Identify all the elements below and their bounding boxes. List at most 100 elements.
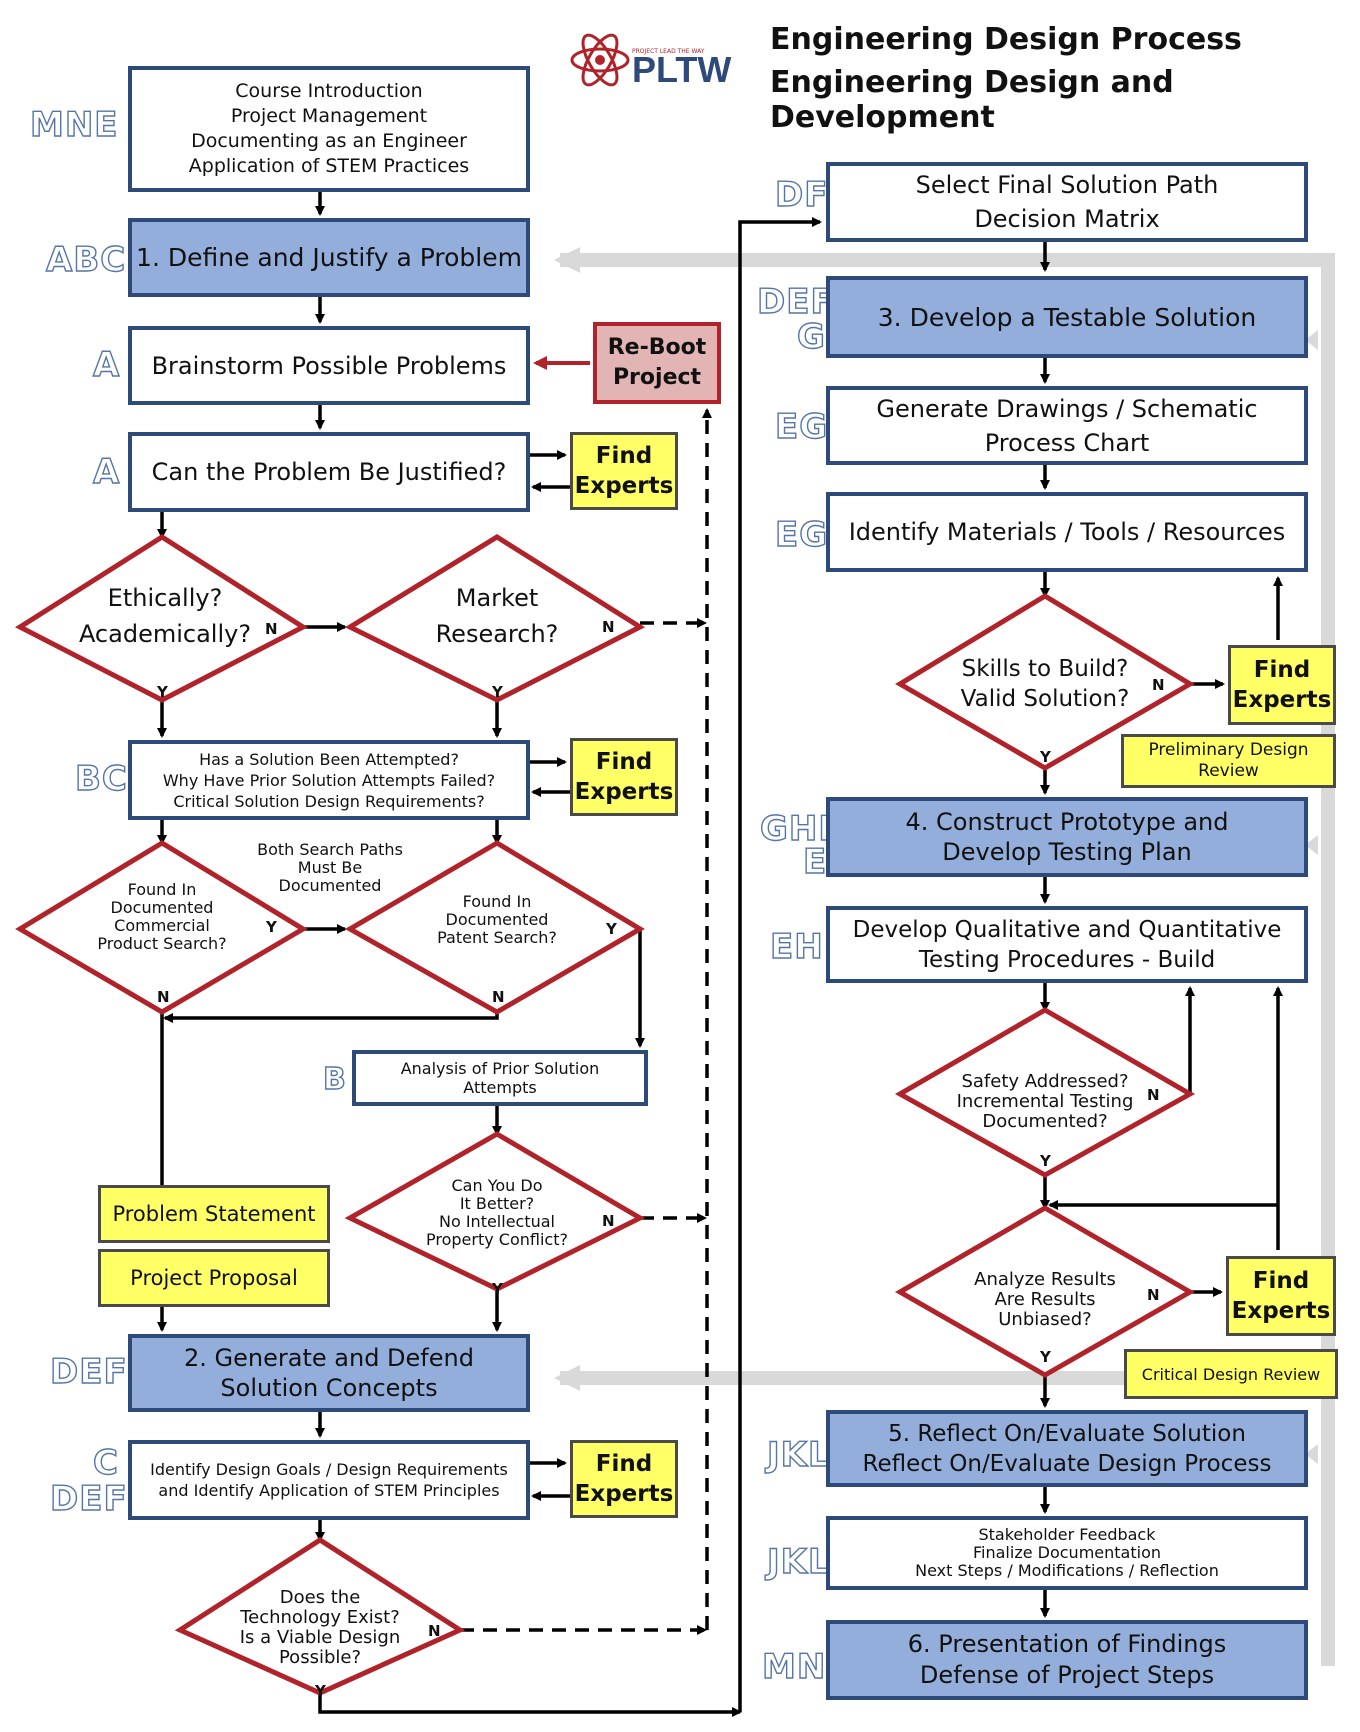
drawings-line-2: Process Chart (984, 428, 1150, 457)
intro-line-4: Application of STEM Practices (188, 155, 470, 177)
ethics-text: Ethically? Academically? (55, 580, 275, 652)
generate-line-1: 2. Generate and Defend (184, 1344, 474, 1372)
box-construct-prototype: 4. Construct Prototype and Develop Testi… (826, 797, 1308, 877)
analyze-line-1: Analyze Results (974, 1269, 1116, 1290)
both-search-line-3: Documented (278, 876, 382, 895)
skills-yes-label: Y (1040, 748, 1051, 766)
better-no-label: N (602, 1212, 615, 1230)
code-construct-1: GHI (759, 809, 833, 849)
box-course-introduction: Course Introduction Project Management D… (128, 66, 530, 192)
safety-no-label: N (1147, 1086, 1160, 1104)
analysis-line-1: Analysis of Prior Solution (400, 1059, 600, 1078)
both-search-note: Both Search Paths Must Be Documented (240, 841, 420, 895)
find-experts-line-2: Experts (574, 473, 674, 499)
decision-skills (895, 593, 1195, 771)
decision-diamonds (14, 534, 1196, 1696)
ethics-no-label: N (265, 620, 278, 638)
decision-safety (894, 1007, 1196, 1178)
code-feedback: JKL (766, 1542, 831, 1582)
technology-line-3: Is a Viable Design (239, 1627, 401, 1648)
feedback-line-1: Stakeholder Feedback (978, 1525, 1156, 1544)
commercial-line-3: Commercial (114, 916, 210, 935)
intro-line-2: Project Management (230, 105, 428, 127)
title-line-1: Engineering Design Process (770, 22, 1242, 57)
market-no-label: N (602, 618, 615, 636)
feedback-line-3: Next Steps / Modifications / Reflection (915, 1561, 1219, 1580)
better-line-1: Can You Do (451, 1176, 543, 1195)
decision-technology (174, 1537, 466, 1696)
present-line-1: 6. Presentation of Findings (907, 1630, 1227, 1658)
analysis-line-2: Attempts (463, 1078, 537, 1097)
reflect-line-2: Reflect On/Evaluate Design Process (862, 1450, 1272, 1477)
feedback-line-2: Finalize Documentation (973, 1543, 1161, 1562)
analyze-no-label: N (1147, 1286, 1160, 1304)
better-line-3: No Intellectual (438, 1212, 555, 1231)
skills-line-1: Skills to Build? (961, 656, 1129, 682)
final-line-1: Select Final Solution Path (915, 171, 1219, 199)
construct-line-2: Develop Testing Plan (942, 838, 1192, 866)
safety-line-3: Documented? (982, 1111, 1108, 1132)
code-intro: MNE (29, 105, 119, 145)
technology-no-label: N (428, 1622, 441, 1640)
logo-tagline: PROJECT LEAD THE WAY (632, 48, 705, 55)
box-generate-defend: 2. Generate and Defend Solution Concepts (128, 1334, 530, 1412)
project-proposal-box: Project Proposal (98, 1249, 330, 1307)
safety-line-2: Incremental Testing (956, 1091, 1134, 1112)
code-reflect: JKL (766, 1435, 831, 1475)
commercial-yes-label: Y (266, 918, 277, 936)
code-final: DF (774, 175, 829, 215)
patent-no-label: N (492, 988, 505, 1006)
box-generate-drawings: Generate Drawings / Schematic Process Ch… (826, 386, 1308, 465)
technology-text: Does the Technology Exist? Is a Viable D… (220, 1588, 420, 1668)
box-analysis-prior: Analysis of Prior Solution Attempts (352, 1050, 648, 1106)
find-experts-goals: Find Experts (570, 1440, 678, 1518)
skills-no-label: N (1152, 676, 1165, 694)
decision-patent (344, 840, 645, 1015)
commercial-line-2: Documented (110, 898, 214, 917)
better-text: Can You Do It Better? No Intellectual Pr… (407, 1177, 587, 1249)
construct-line-1: 4. Construct Prototype and (905, 808, 1229, 836)
box-design-goals: Identify Design Goals / Design Requireme… (128, 1440, 530, 1520)
solution-line-3: Critical Solution Design Requirements? (173, 791, 485, 811)
ethics-line-2: Academically? (78, 620, 252, 648)
commercial-line-4: Product Search? (97, 934, 227, 953)
commercial-line-1: Found In (127, 880, 197, 899)
find-experts-line-1: Find (1252, 1268, 1310, 1294)
critical-review-box: Critical Design Review (1124, 1349, 1338, 1399)
patent-line-3: Patent Search? (437, 928, 557, 947)
critical-review-label: Critical Design Review (1141, 1364, 1321, 1384)
code-justify: A (92, 452, 121, 492)
develop-line-1: 3. Develop a Testable Solution (877, 302, 1257, 332)
code-construct-2: E (802, 842, 828, 882)
title-line-2: Engineering Design and Development (770, 65, 1174, 135)
find-experts-analyze: Find Experts (1226, 1256, 1336, 1336)
intro-line-3: Documenting as an Engineer (191, 130, 467, 152)
right-connectors (1040, 242, 1283, 1618)
intro-line-1: Course Introduction (235, 80, 423, 102)
find-experts-line-2: Experts (574, 1481, 674, 1507)
find-experts-line-2: Experts (1232, 687, 1332, 713)
present-line-2: Defense of Project Steps (919, 1661, 1215, 1689)
ethics-yes-label: Y (157, 683, 168, 701)
analyze-yes-label: Y (1040, 1348, 1051, 1366)
goals-line-1: Identify Design Goals / Design Requireme… (150, 1460, 508, 1479)
solution-line-2: Why Have Prior Solution Attempts Failed? (162, 770, 496, 790)
market-line-1: Market (455, 584, 539, 612)
box-presentation: 6. Presentation of Findings Defense of P… (826, 1620, 1308, 1700)
find-experts-solution: Find Experts (570, 738, 678, 816)
better-yes-label: Y (492, 1280, 503, 1298)
safety-line-1: Safety Addressed? (961, 1071, 1129, 1092)
code-materials: EG (774, 515, 829, 555)
project-proposal-label: Project Proposal (130, 1266, 298, 1290)
find-experts-line-1: Find (595, 1451, 653, 1477)
patent-text: Found In Documented Patent Search? (407, 893, 587, 947)
brainstorm-line-1: Brainstorm Possible Problems (151, 351, 507, 380)
code-testing: EHI (769, 927, 838, 967)
testing-line-1: Develop Qualitative and Quantitative (852, 916, 1282, 943)
problem-statement-label: Problem Statement (112, 1202, 316, 1226)
patent-line-2: Documented (445, 910, 549, 929)
reboot-project-box: Re-Boot Project (593, 322, 721, 404)
market-line-2: Research? (435, 620, 559, 648)
